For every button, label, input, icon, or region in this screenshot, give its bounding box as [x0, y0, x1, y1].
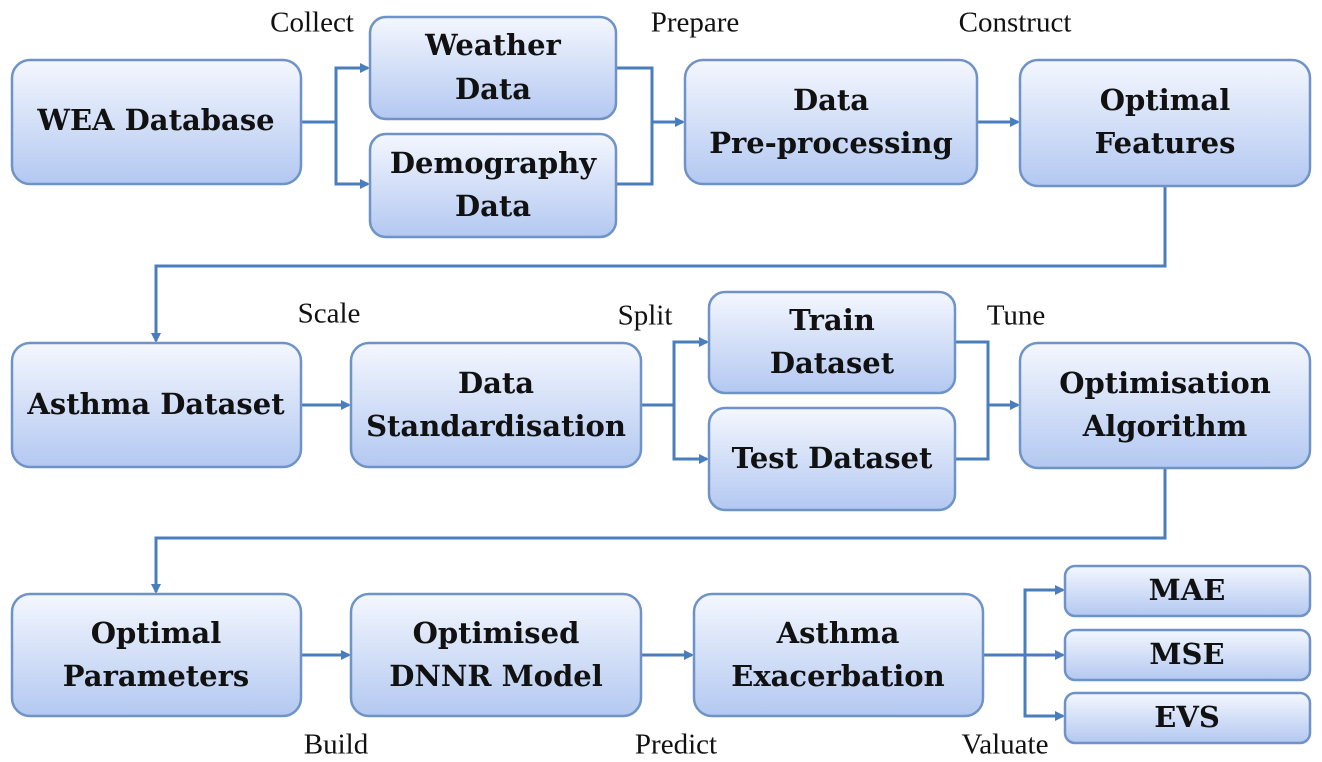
node-demography-data-line-1: Demography	[390, 146, 597, 180]
node-optimised-dnnr-model-line-1: Optimised	[413, 616, 580, 650]
node-optimisation-algorithm-line-1: Optimisation	[1059, 366, 1271, 400]
node-mae: MAE	[1063, 564, 1312, 618]
edge-standardisation-to-test	[672, 405, 709, 464]
node-optimal-parameters: Optimal Parameters	[10, 592, 303, 718]
edge-weather-to-preprocessing	[616, 66, 654, 122]
node-test-dataset-line-1: Test Dataset	[732, 441, 933, 475]
node-data-preprocessing-line-2: Pre-processing	[709, 126, 953, 160]
edge-features-to-asthma-dataset	[151, 186, 1167, 343]
node-evs: EVS	[1063, 691, 1312, 745]
node-data-preprocessing: Data Pre-processing	[683, 58, 979, 186]
step-label-collect: Collect	[270, 7, 354, 39]
step-label-split: Split	[618, 300, 673, 332]
node-data-standardisation: Data Standardisation	[349, 341, 643, 469]
node-evs-line-1: EVS	[1154, 700, 1220, 734]
node-optimisation-algorithm: Optimisation Algorithm	[1018, 341, 1312, 470]
step-label-construct: Construct	[959, 7, 1072, 39]
node-optimisation-algorithm-line-2: Algorithm	[1082, 409, 1248, 443]
step-labels: Collect Prepare Construct Scale Split Tu…	[270, 7, 1071, 761]
node-mae-line-1: MAE	[1149, 573, 1226, 607]
node-asthma-dataset-line-1: Asthma Dataset	[26, 387, 285, 421]
node-demography-data: Demography Data	[368, 132, 618, 239]
node-optimal-parameters-line-2: Parameters	[63, 659, 249, 693]
node-train-dataset-line-2: Dataset	[770, 346, 895, 380]
node-weather-data-line-1: Weather	[424, 28, 561, 62]
node-wea-database: WEA Database	[10, 58, 303, 186]
edge-wea-to-weather	[334, 63, 370, 122]
node-optimal-features-line-2: Features	[1095, 126, 1236, 160]
node-mse-line-1: MSE	[1149, 637, 1224, 671]
edge-test-to-optimisation	[955, 405, 990, 461]
step-label-predict: Predict	[635, 729, 717, 761]
edge-demography-to-preprocessing	[616, 122, 654, 186]
node-optimised-dnnr-model: Optimised DNNR Model	[349, 592, 643, 718]
step-label-scale: Scale	[298, 298, 361, 330]
node-asthma-dataset: Asthma Dataset	[10, 341, 303, 469]
step-label-valuate: Valuate	[962, 729, 1049, 761]
nodes: WEA Database Weather Data Demography Dat…	[10, 15, 1312, 745]
node-optimal-parameters-line-1: Optimal	[91, 616, 221, 650]
edge-exacerbation-to-mae	[1023, 585, 1065, 655]
node-test-dataset: Test Dataset	[707, 406, 957, 512]
node-optimal-features-line-1: Optimal	[1100, 83, 1230, 117]
edge-exacerbation-to-evs	[1023, 655, 1065, 721]
edges	[151, 63, 1167, 721]
node-optimal-features: Optimal Features	[1018, 58, 1312, 188]
step-label-build: Build	[304, 729, 369, 761]
step-label-prepare: Prepare	[651, 7, 740, 39]
node-train-dataset: Train Dataset	[707, 290, 957, 395]
step-label-tune: Tune	[987, 300, 1046, 332]
node-data-standardisation-line-1: Data	[458, 366, 534, 400]
node-data-preprocessing-line-1: Data	[793, 83, 869, 117]
node-optimised-dnnr-model-line-2: DNNR Model	[389, 659, 603, 693]
edge-standardisation-to-train	[672, 337, 709, 405]
node-wea-database-line-1: WEA Database	[36, 103, 274, 137]
edge-optimisation-to-parameters	[151, 468, 1167, 594]
node-asthma-exacerbation: Asthma Exacerbation	[692, 592, 985, 718]
node-data-standardisation-line-2: Standardisation	[366, 409, 626, 443]
edge-train-to-optimisation	[955, 340, 990, 405]
node-weather-data-line-2: Data	[455, 72, 531, 106]
node-weather-data: Weather Data	[368, 15, 618, 121]
node-demography-data-line-2: Data	[455, 189, 531, 223]
node-mse: MSE	[1063, 628, 1312, 682]
node-train-dataset-line-1: Train	[789, 303, 875, 337]
edge-wea-to-demography	[334, 122, 370, 189]
node-asthma-exacerbation-line-2: Exacerbation	[731, 659, 944, 693]
node-asthma-exacerbation-line-1: Asthma	[776, 616, 900, 650]
